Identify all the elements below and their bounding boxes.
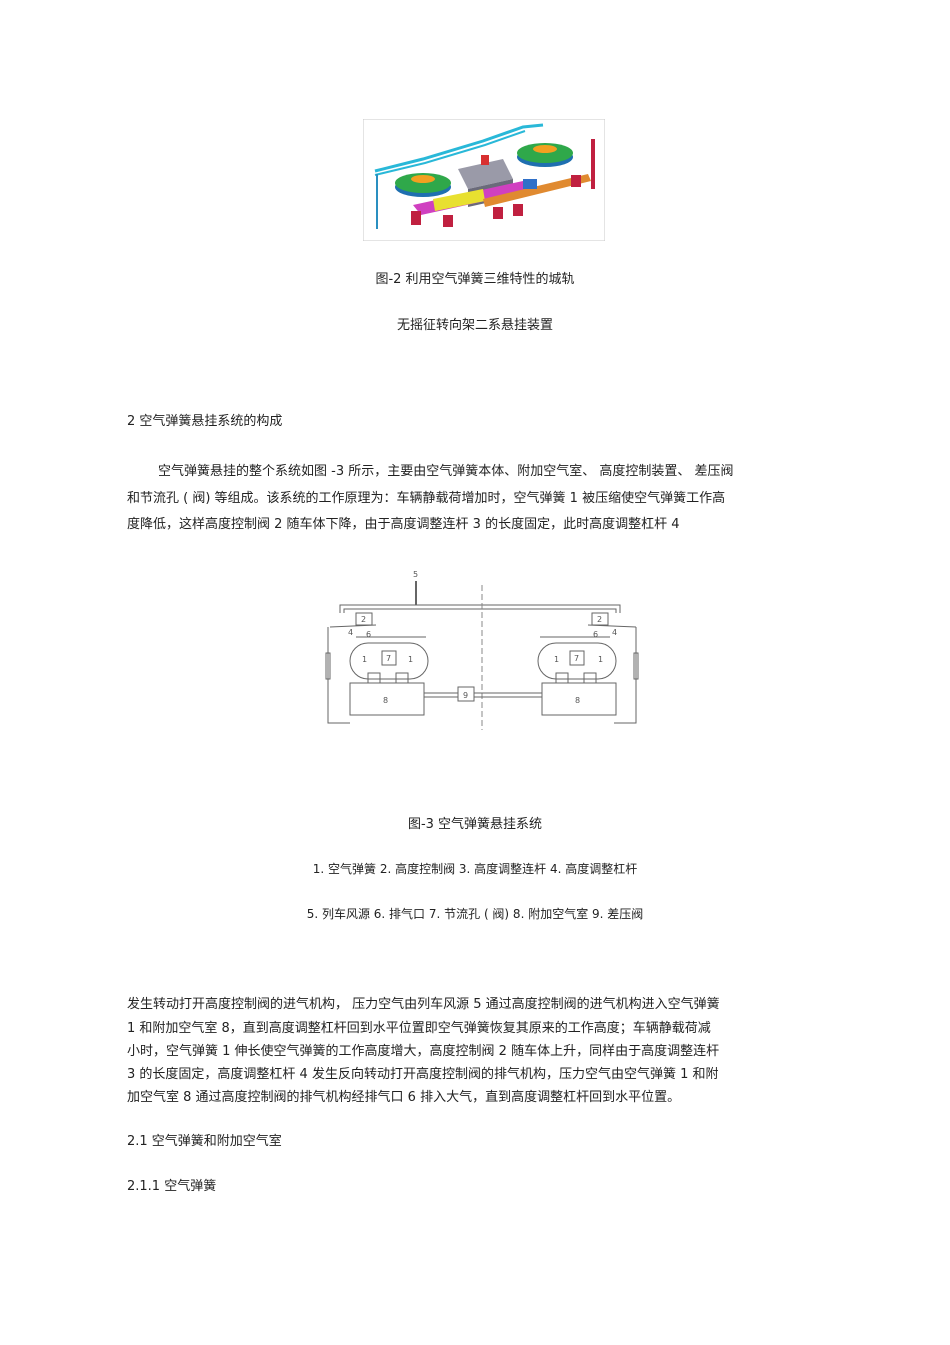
section-2-para-line-1: 空气弹簧悬挂的整个系统如图 -3 所示，主要由空气弹簧本体、附加空气室、 高度控… bbox=[158, 464, 734, 479]
section-2-heading: 2 空气弹簧悬挂系统的构成 bbox=[127, 414, 283, 429]
figure-2-image bbox=[363, 119, 605, 241]
label-diff-valve: 9 bbox=[463, 691, 468, 700]
label-chamber-right: 8 bbox=[575, 696, 580, 705]
label-throttle-left: 7 bbox=[386, 654, 391, 663]
figure-3-legend-line-1: 1. 空气弹簧 2. 高度控制阀 3. 高度调整连杆 4. 高度调整杠杆 bbox=[312, 862, 638, 876]
para-2-line-3: 小时，空气弹簧 1 伸长使空气弹簧的工作高度增大，高度控制阀 2 随车体上升，同… bbox=[127, 1044, 720, 1059]
label-spring-left: 1 bbox=[362, 655, 367, 664]
figure-3-legend-line-2: 5. 列车风源 6. 排气口 7. 节流孔 ( 阀) 8. 附加空气室 9. 差… bbox=[306, 907, 644, 921]
figure-2-caption-line-1: 图-2 利用空气弹簧三维特性的城轨 bbox=[375, 272, 575, 287]
label-lever-right: 4 bbox=[612, 628, 617, 637]
figure-3-diagram: 5 2 4 6 7 1 1 8 9 2 6 4 bbox=[320, 565, 645, 730]
label-valve-right: 2 bbox=[597, 615, 602, 624]
figure-3-caption: 图-3 空气弹簧悬挂系统 bbox=[407, 817, 543, 832]
label-lever-left: 4 bbox=[348, 628, 353, 637]
section-2-1-1-heading: 2.1.1 空气弹簧 bbox=[127, 1179, 217, 1194]
section-2-para-line-3: 度降低，这样高度控制阀 2 随车体下降，由于高度调整连杆 3 的长度固定，此时高… bbox=[127, 517, 680, 532]
label-spring-left-2: 1 bbox=[408, 655, 413, 664]
label-throttle-right: 7 bbox=[574, 654, 579, 663]
para-2-line-5: 加空气室 8 通过高度控制阀的排气机构经排气口 6 排入大气，直到高度调整杠杆回… bbox=[127, 1090, 681, 1105]
para-2-line-4: 3 的长度固定，高度调整杠杆 4 发生反向转动打开高度控制阀的排气机构，压力空气… bbox=[127, 1067, 719, 1082]
section-2-para-line-2: 和节流孔 ( 阀) 等组成。该系统的工作原理为：车辆静载荷增加时，空气弹簧 1 … bbox=[127, 491, 726, 506]
para-2-line-2: 1 和附加空气室 8，直到高度调整杠杆回到水平位置即空气弹簧恢复其原来的工作高度… bbox=[127, 1021, 711, 1036]
label-valve-left: 2 bbox=[361, 615, 366, 624]
label-exhaust-left: 6 bbox=[366, 630, 371, 639]
label-source: 5 bbox=[413, 570, 418, 579]
para-2-line-1: 发生转动打开高度控制阀的进气机构， 压力空气由列车风源 5 通过高度控制阀的进气… bbox=[127, 997, 720, 1012]
section-2-1-heading: 2.1 空气弹簧和附加空气室 bbox=[127, 1134, 282, 1149]
label-chamber-left: 8 bbox=[383, 696, 388, 705]
label-spring-right-2: 1 bbox=[598, 655, 603, 664]
figure-2-caption-line-2: 无摇征转向架二系悬挂装置 bbox=[396, 318, 553, 333]
label-spring-right: 1 bbox=[554, 655, 559, 664]
label-exhaust-right: 6 bbox=[593, 630, 598, 639]
